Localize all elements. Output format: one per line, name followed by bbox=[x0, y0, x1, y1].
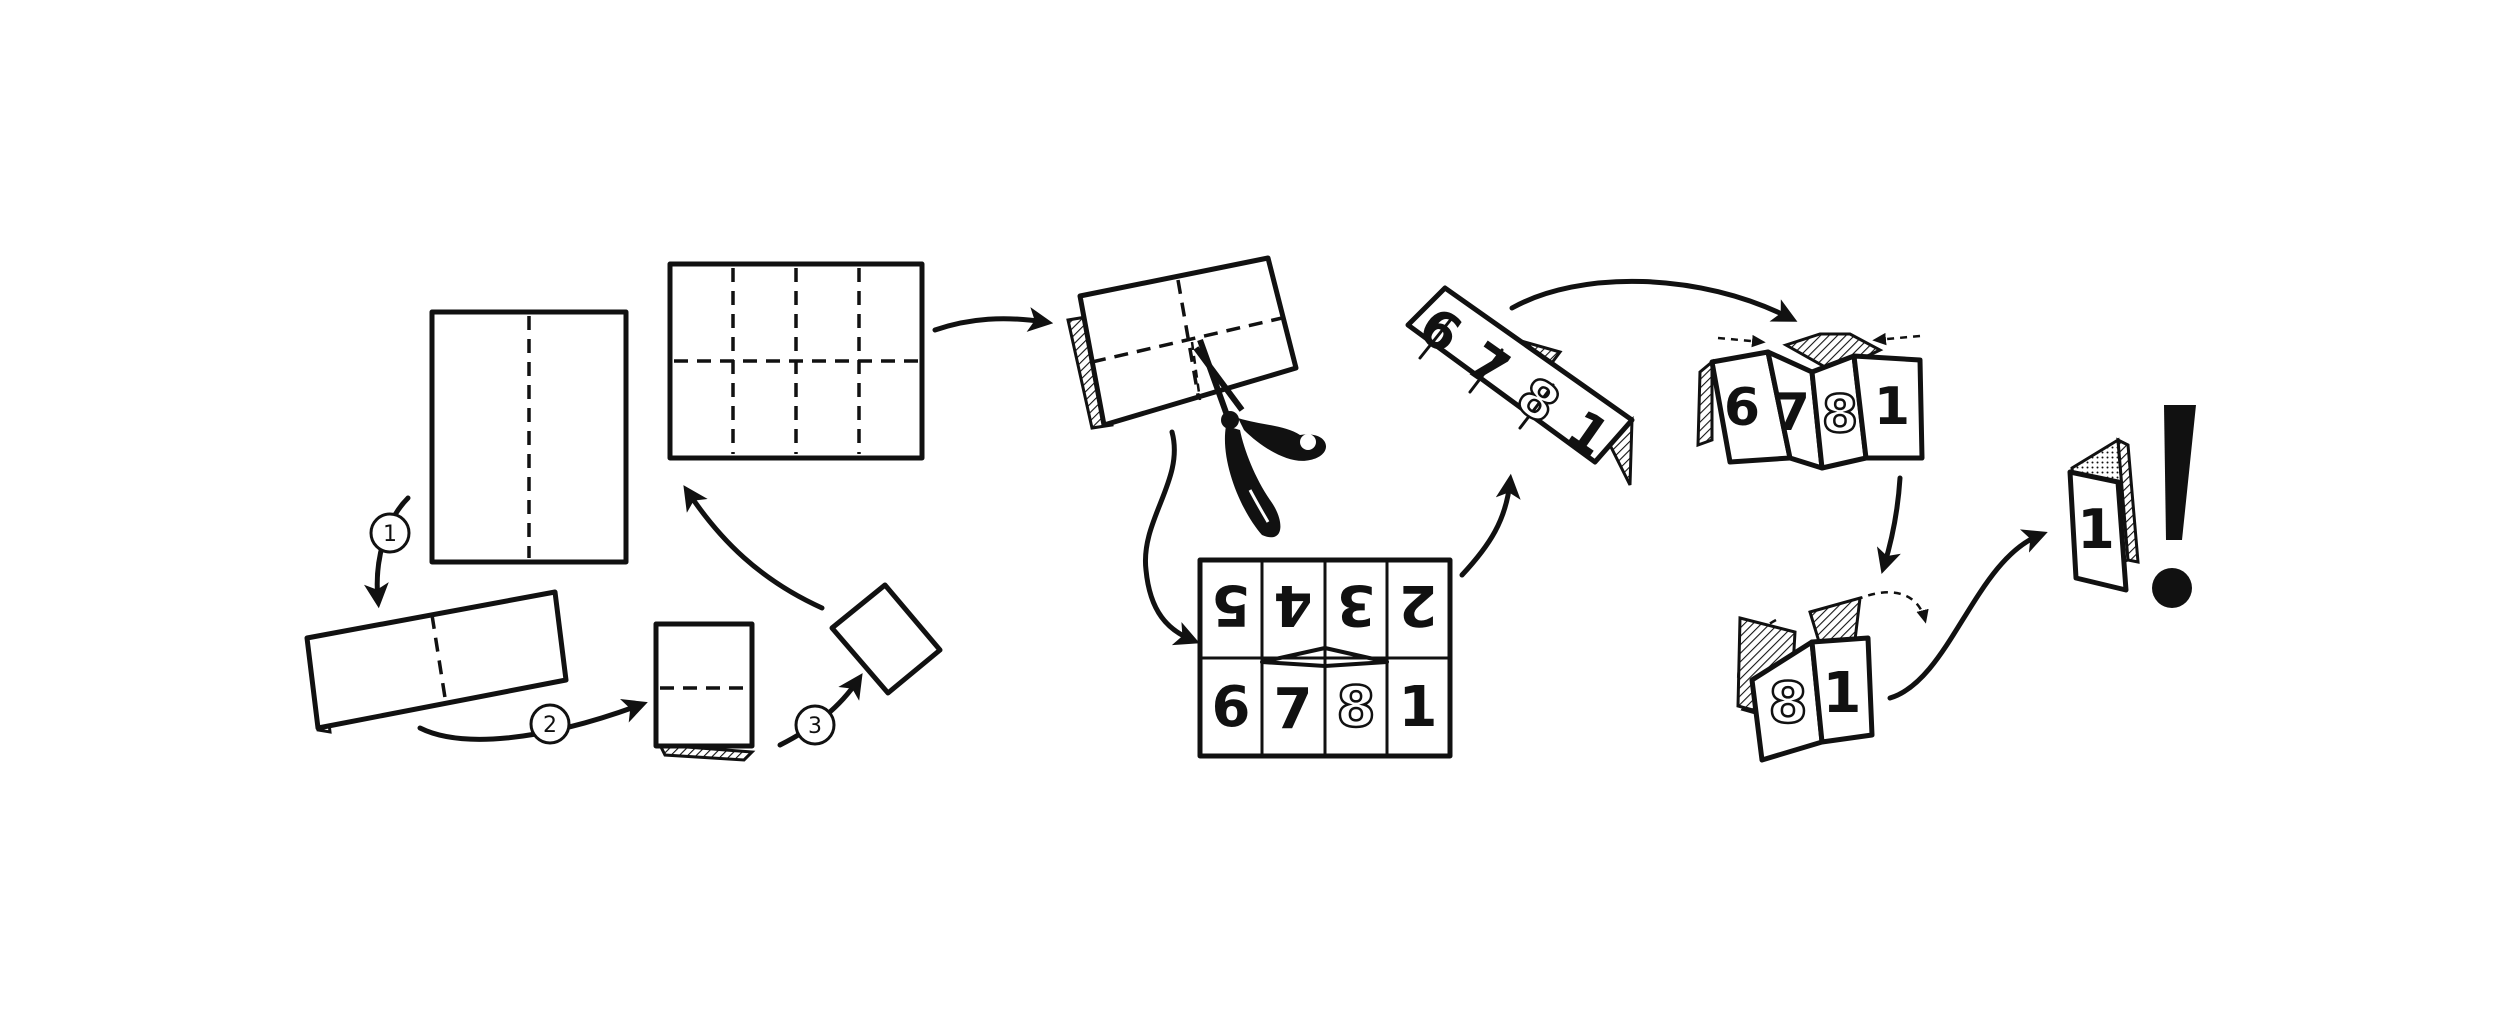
pushed-page-6: 6 bbox=[1724, 378, 1760, 438]
pushed-page-1: 1 bbox=[1874, 377, 1910, 437]
folded-quarter-panel bbox=[653, 621, 756, 762]
folded-strip-panel: 6 7 8 1 bbox=[1405, 285, 1635, 486]
step-1-label: 1 bbox=[383, 522, 397, 547]
step-2-label: 2 bbox=[543, 713, 557, 738]
arrow-to-pinched bbox=[1876, 475, 1903, 574]
arrow-to-finished bbox=[1887, 529, 2048, 701]
page-2-label: 2 bbox=[1399, 572, 1438, 637]
pushed-strip-panel: 6 7 8 1 bbox=[1696, 332, 1925, 471]
arrow-to-pushed-strip bbox=[1509, 278, 1798, 322]
arrow-to-numbered-sheet bbox=[1142, 429, 1200, 646]
page-1-label: 1 bbox=[1399, 675, 1438, 740]
cut-panel bbox=[1066, 255, 1327, 538]
folded-eighth-panel bbox=[829, 582, 943, 696]
page-4-label: 4 bbox=[1274, 572, 1313, 637]
blank-sheet-panel bbox=[429, 309, 629, 565]
folded-landscape-panel bbox=[304, 589, 569, 734]
arrow-to-cut bbox=[932, 307, 1054, 333]
finished-booklet-panel: 1 bbox=[2067, 437, 2140, 593]
arrow-to-grid bbox=[683, 485, 825, 611]
step-1-marker: 1 bbox=[363, 495, 411, 609]
pushed-page-8: 8 bbox=[1822, 385, 1858, 445]
finished-cover-page: 1 bbox=[2077, 498, 2115, 561]
page-5-label: 5 bbox=[1212, 572, 1251, 637]
page-6-label: 6 bbox=[1212, 675, 1251, 740]
pinched-booklet-panel: 8 1 bbox=[1736, 591, 1929, 763]
pushed-page-7: 7 bbox=[1774, 383, 1810, 443]
scissors-icon bbox=[1193, 338, 1327, 538]
pinched-page-8: 8 bbox=[1769, 671, 1808, 736]
arrow-to-strip bbox=[1459, 473, 1521, 578]
page-8-label: 8 bbox=[1337, 675, 1376, 740]
creased-grid-panel bbox=[667, 261, 925, 461]
step-3-marker: 3 bbox=[777, 673, 863, 748]
exclamation-mark: ! bbox=[2152, 405, 2196, 608]
page-3-label: 3 bbox=[1337, 572, 1376, 637]
page-7-label: 7 bbox=[1274, 677, 1313, 742]
step-3-label: 3 bbox=[808, 714, 822, 739]
numbered-sheet-panel: 5 4 3 2 6 7 8 1 bbox=[1197, 557, 1453, 759]
step-2-marker: 2 bbox=[417, 699, 648, 745]
pinched-page-1: 1 bbox=[1823, 661, 1862, 726]
